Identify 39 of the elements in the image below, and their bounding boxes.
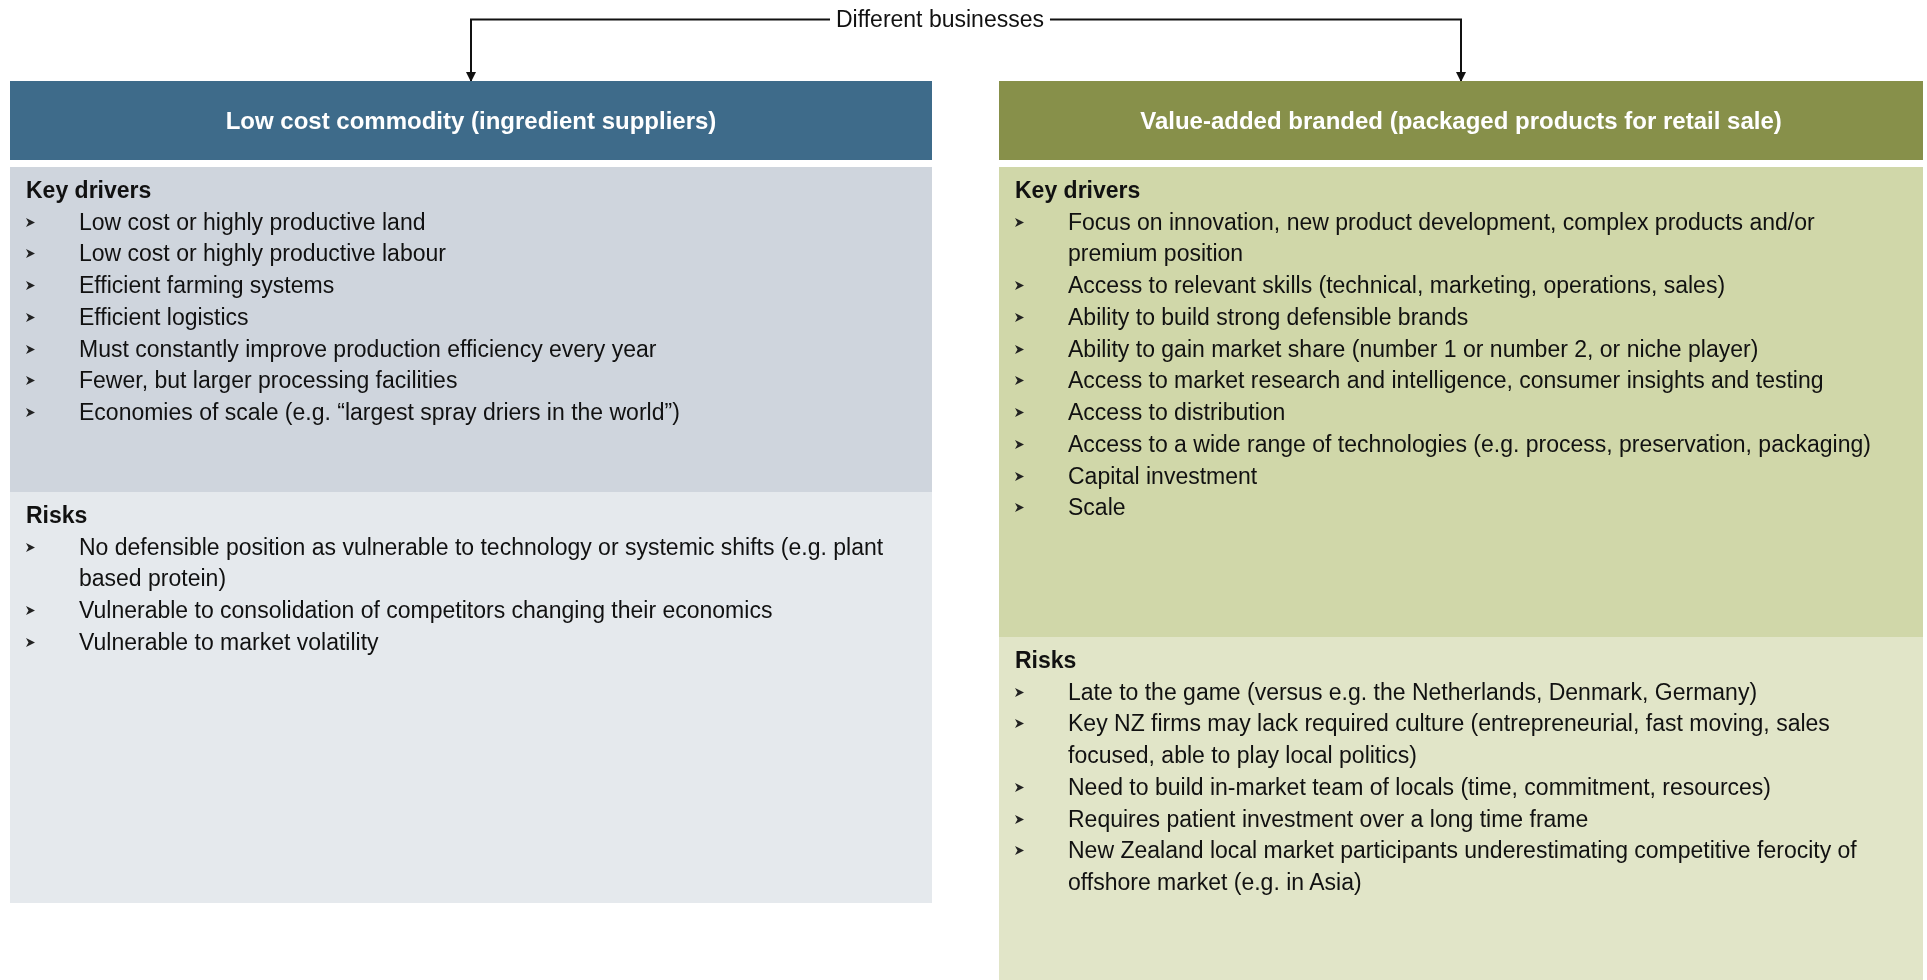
header-bar (999, 81, 1923, 160)
list-item-text: Focus on innovation, new product development, complex products and/or premium position (1068, 207, 1816, 269)
heading-text: Different businesses (830, 6, 1050, 33)
list-item-text: Fewer, but larger processing facilities (79, 366, 458, 396)
list-item-text: Ability to gain market share (number 1 or number 2, or niche player) (1068, 334, 1759, 364)
list-item-text: Must constantly improve production efficiency every year (79, 334, 657, 364)
list-item-text: Vulnerable to market volatility (79, 627, 379, 657)
list-item-text: Late to the game (versus e.g. the Netherlands, Denmark, Germany) (1068, 677, 1758, 707)
list-item-text: No defensible position as vulnerable to technology or systemic shifts (e.g. plant based protein) (79, 532, 885, 594)
list-item-text: Need to build in-market team of locals (time, commitment, resources) (1068, 772, 1772, 802)
list-item-text: Access to relevant skills (technical, marketing, operations, sales) (1068, 271, 1726, 301)
content-panel (999, 167, 1923, 637)
content-panel (999, 637, 1923, 980)
list-item-text: Low cost or highly productive labour (79, 239, 446, 269)
header-bar (10, 81, 932, 160)
content-panel (10, 167, 932, 492)
arrow (466, 18, 831, 82)
section-heading: Key drivers (26, 176, 153, 205)
list-item-text: Economies of scale (e.g. “largest spray driers in the world”) (79, 398, 680, 428)
list-item-text: Access to distribution (1068, 398, 1286, 428)
list-item-text: Ability to build strong defensible brands (1068, 302, 1469, 332)
column-title: Value-added branded (packaged products for retail sale) (1140, 106, 1782, 135)
column-title: Low cost commodity (ingredient suppliers) (225, 106, 717, 135)
section-heading: Key drivers (1015, 176, 1142, 205)
list-item-text: Access to a wide range of technologies (e.g. process, preservation, packaging) (1068, 429, 1871, 459)
list-item-text: Requires patient investment over a long time frame (1068, 804, 1589, 834)
list-item-text: Scale (1068, 493, 1126, 523)
list-item-text: Efficient logistics (79, 302, 249, 332)
list-item-text: Access to market research and intelligence, consumer insights and testing (1068, 366, 1824, 396)
list-item-text: Key NZ firms may lack required culture (entrepreneurial, fast moving, sales focused, able to play local politics) (1068, 709, 1831, 771)
section-heading: Risks (1015, 646, 1078, 675)
content-panel (10, 492, 932, 903)
section-heading: Risks (26, 501, 89, 530)
list-item-text: New Zealand local market participants underestimating competitive ferocity of offshore market (e.g. in Asia) (1068, 836, 1858, 898)
list-item-text: Vulnerable to consolidation of competitors changing their economics (79, 596, 773, 626)
list-item-text: Efficient farming systems (79, 271, 335, 301)
list-item-text: Low cost or highly productive land (79, 207, 426, 237)
arrow (1048, 18, 1466, 82)
list-item-text: Capital investment (1068, 461, 1258, 491)
